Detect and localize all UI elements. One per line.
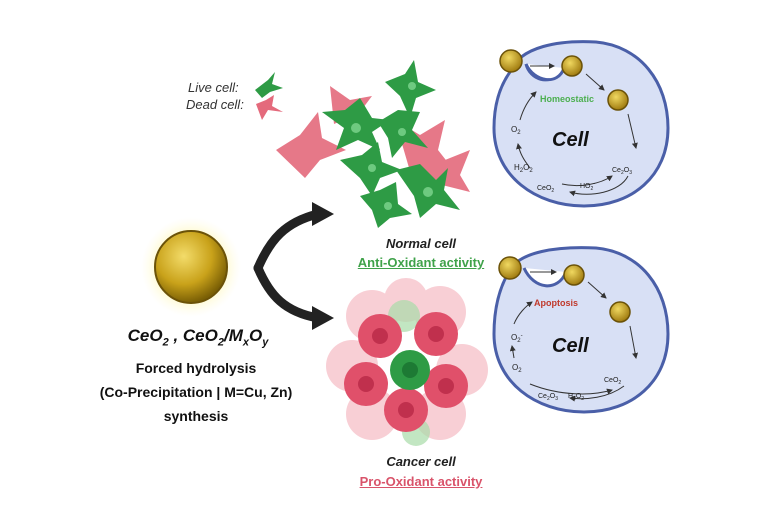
cell-diagram-bottom: Apoptosis Cell O2- O2 CeO2 Ce2O3 H2O2 [492,246,670,414]
ce2o3-label-bottom: Ce2O3 [538,393,558,402]
cell-diagram-top: Homeostatic Cell O2 H2O2 Ce2O3 CeO2 HO2- [492,40,670,208]
ceo2-label-top: CeO2 [537,185,554,194]
h2o2-label-top: H2O2 [514,163,533,174]
o2-minus-label-bottom: O2- [511,333,523,344]
ceo2-label-bottom: CeO2 [604,377,621,386]
apoptosis-label: Apoptosis [534,298,578,308]
method-detail-label: (Co-Precipitation | M=Cu, Zn) [99,384,293,400]
o2-label-bottom: O2 [512,363,522,374]
o2-label-top: O2 [511,125,521,136]
legend-dead-cell-icon [256,95,283,120]
ce2o3-label-top: Ce2O3 [612,167,632,176]
legend-live-cell-icon [255,72,283,98]
homeostatic-label: Homeostatic [540,94,594,104]
legend-live-label: Live cell: [188,80,239,95]
cell-title-top: Cell [552,129,589,151]
formula-label: CeO2 , CeO2/MxOy [127,326,269,349]
ho2-label-top: HO2- [580,181,595,192]
cell-title-bottom: Cell [552,335,589,357]
nanoparticle-icon [141,217,241,317]
pro-oxidant-activity-label: Pro-Oxidant activity [359,474,483,489]
synthesis-label: synthesis [163,408,229,424]
anti-oxidant-activity-label: Anti-Oxidant activity [357,255,485,270]
legend-dead-label: Dead cell: [186,97,244,112]
h2o2-label-bottom: H2O2 [568,393,584,402]
normal-cell-cluster [276,60,470,228]
method-label: Forced hydrolysis [135,360,257,376]
branch-arrows [253,202,334,330]
normal-cell-title: Normal cell [385,236,457,251]
cancer-cell-title: Cancer cell [386,454,456,469]
cancer-cell-cluster [326,278,488,446]
